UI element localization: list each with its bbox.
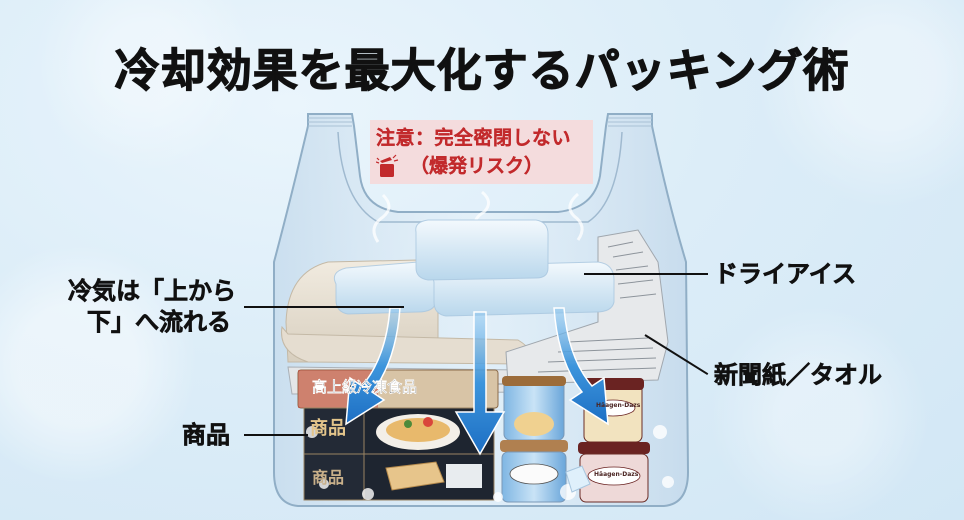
ice-cream-brand-bottom: Häagen-Dazs [594,471,639,478]
ice-cream-brand-top: Häagen-Dazs [596,402,641,409]
exploding-pot-icon [375,154,400,178]
leader-line-goods [244,434,308,436]
label-cold-air-line1: 冷気は「上から [68,277,237,306]
goods-box-label-front: 商品 [310,418,346,439]
leader-line-dry-ice [584,273,708,275]
warning-line2: （爆発リスク） [410,155,544,177]
goods-box-label-bottom: 商品 [312,468,345,487]
warning-note: 注意：完全密閉しない （爆発リスク） [370,120,593,184]
shopping-bag-illustration: 高上級冷凍食品 商品 商品 Häagen-Dazs Häagen-Dazs [268,112,692,510]
page-title: 冷却効果を最大化するパッキング術 [114,43,850,97]
frozen-food-box-label: 高上級冷凍食品 [312,378,418,396]
label-dry-ice: ドライアイス [714,260,857,289]
warning-line1: 注意：完全密閉しない [376,127,572,149]
leader-line-cold-air [244,306,404,308]
label-newspaper-towel: 新聞紙／タオル [714,361,883,390]
label-cold-air-line2: 下」へ流れる [87,308,232,337]
label-cold-air-flow: 冷気は「上から 下」へ流れる [62,276,242,338]
label-goods: 商品 [182,421,231,450]
